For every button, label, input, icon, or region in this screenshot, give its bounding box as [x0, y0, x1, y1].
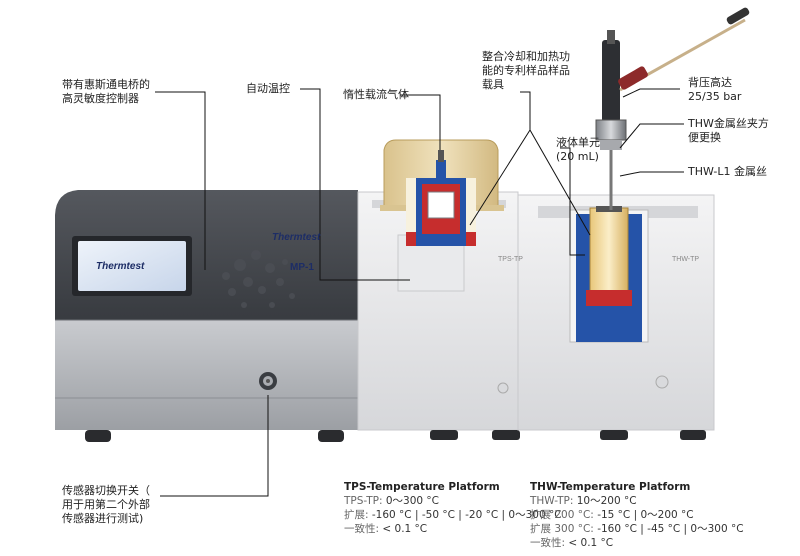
callout-auto-temp: 自动温控	[246, 82, 290, 95]
sensor-switch-knob[interactable]	[259, 372, 277, 390]
thw-module	[517, 7, 750, 440]
thw-module-label: THW-TP	[672, 256, 700, 263]
tps-module-label: TPS-TP	[498, 256, 523, 263]
thw-spec-block: THW-Temperature Platform THW-TP: 10～200 …	[530, 480, 744, 550]
tps-spec-row: 一致性: < 0.1 °C	[344, 523, 428, 535]
thw-spec-row: 扩展 200 °C: -15 °C | 0～200 °C	[530, 509, 694, 521]
tps-spec-title: TPS-Temperature Platform	[344, 481, 500, 493]
touch-screen[interactable]	[78, 241, 186, 291]
callout-inert-gas: 惰性载流气体	[343, 88, 409, 101]
screen-brand-logo: Thermtest	[96, 261, 145, 272]
callout-wire-clamp: THW金属丝夹方 便更换	[688, 117, 769, 144]
callout-leaders	[155, 88, 684, 497]
thw-wire-assembly	[595, 7, 750, 210]
tps-spec-row: 扩展: -160 °C | -50 °C | -20 °C | 0～300 °C	[344, 509, 562, 521]
callout-thw-wire: THW-L1 金属丝	[688, 165, 768, 178]
controller-unit	[55, 190, 358, 442]
thw-spec-row: 一致性: < 0.1 °C	[530, 537, 614, 549]
thw-spec-title: THW-Temperature Platform	[530, 481, 691, 493]
thw-spec-row: THW-TP: 10～200 °C	[530, 495, 637, 507]
tps-sample-holder	[406, 150, 476, 246]
callout-sensor-switch: 传感器切换开关（ 用于用第二个外部 传感器进行测试)	[62, 484, 150, 525]
callout-back-pressure: 背压高达 25/35 bar	[688, 76, 742, 103]
callout-controller: 带有惠斯通电桥的 高灵敏度控制器	[62, 78, 150, 105]
tps-module	[357, 139, 520, 440]
tps-spec-block: TPS-Temperature Platform TPS-TP: 0～300 °…	[344, 480, 562, 536]
brand-logo: Thermtest	[272, 232, 321, 243]
callout-liquid-cell: 液体单元 (20 mL)	[556, 136, 600, 163]
model-name: MP-1	[290, 262, 314, 273]
thw-spec-row: 扩展 300 °C: -160 °C | -45 °C | 0～300 °C	[530, 523, 744, 535]
tps-spec-row: TPS-TP: 0～300 °C	[344, 495, 440, 507]
callout-sample-holder: 整合冷却和加热功 能的专利样品样品 载具	[482, 50, 570, 91]
thw-liquid-cell	[569, 206, 649, 343]
